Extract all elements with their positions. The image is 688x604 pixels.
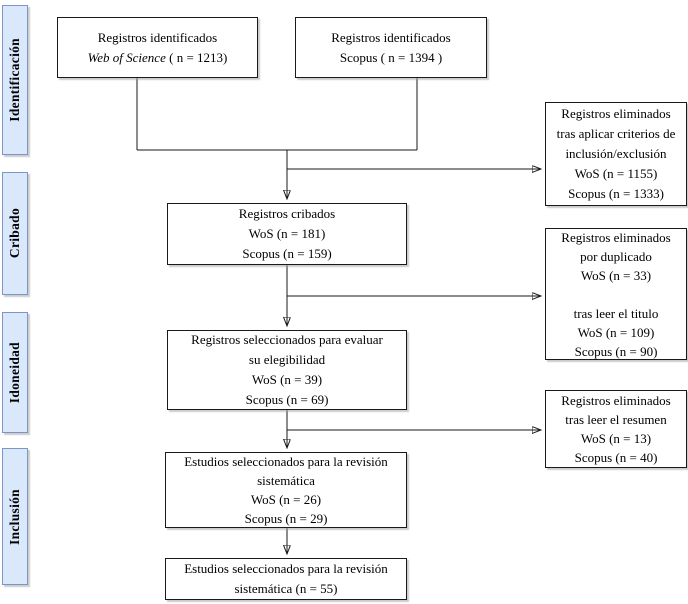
box-eligibility: Registros seleccionados para evaluar su … bbox=[167, 330, 407, 410]
text-line: Web of Science ( n = 1213) bbox=[88, 48, 228, 68]
text-line: Scopus (n = 40) bbox=[574, 450, 658, 465]
box-excluded-duplicates-title: Registros eliminados por duplicado WoS (… bbox=[545, 228, 687, 360]
text-line: sistemática bbox=[257, 473, 315, 488]
text-count: ( n = 1213) bbox=[165, 49, 228, 65]
stage-label: Cribado bbox=[7, 208, 22, 259]
text-line: Scopus (n = 159) bbox=[242, 246, 332, 261]
stage-label: Idoneidad bbox=[7, 341, 22, 404]
text-line: Registros eliminados bbox=[561, 393, 671, 408]
text-line: tras aplicar criterios de bbox=[556, 126, 676, 141]
text-line: Estudios seleccionados para la revisión bbox=[184, 454, 388, 469]
text-line: Registros seleccionados para evaluar bbox=[191, 332, 383, 347]
box-identified-scopus: Registros identificados Scopus ( n = 139… bbox=[295, 17, 487, 78]
text-italic-source: Web of Science bbox=[87, 49, 166, 65]
text-line: WoS (n = 1155) bbox=[574, 166, 658, 181]
text-line: Registros identificados bbox=[331, 29, 451, 45]
text-line: su elegibilidad bbox=[248, 352, 326, 367]
text-line: Scopus (n = 29) bbox=[244, 511, 328, 526]
text-line: Scopus (n = 90) bbox=[574, 343, 658, 359]
box-excluded-abstract: Registros eliminados tras leer el resume… bbox=[545, 390, 687, 468]
text-line: WoS (n = 181) bbox=[248, 226, 326, 241]
text-line: WoS (n = 13) bbox=[580, 431, 652, 446]
box-included-by-db: Estudios seleccionados para la revisión … bbox=[165, 452, 407, 528]
text-line: tras leer el resumen bbox=[565, 412, 667, 427]
box-identified-wos: Registros identificados Web of Science (… bbox=[57, 17, 258, 78]
text-line: por duplicado bbox=[580, 248, 652, 264]
stage-idoneidad: Idoneidad bbox=[2, 312, 28, 433]
text-line: WoS (n = 26) bbox=[250, 492, 322, 507]
text-line: Estudios seleccionados para la revisión bbox=[184, 561, 388, 576]
stage-label: Identificación bbox=[7, 38, 22, 122]
text-line: Registros cribados bbox=[238, 206, 336, 221]
text-line: Scopus (n = 1333) bbox=[568, 186, 664, 201]
box-screened: Registros cribados WoS (n = 181) Scopus … bbox=[167, 203, 407, 265]
stage-cribado: Cribado bbox=[2, 172, 28, 295]
stage-inclusion: Inclusión bbox=[2, 448, 28, 585]
box-excluded-criteria: Registros eliminados tras aplicar criter… bbox=[545, 102, 687, 206]
text-line: WoS (n = 33) bbox=[580, 267, 652, 283]
stage-label: Inclusión bbox=[7, 488, 22, 545]
text-line: WoS (n = 39) bbox=[251, 372, 323, 387]
text-line: tras leer el titulo bbox=[573, 305, 659, 321]
box-included-total: Estudios seleccionados para la revisión … bbox=[165, 558, 407, 600]
text-line: sistemática (n = 55) bbox=[234, 581, 338, 596]
stage-identificacion: Identificación bbox=[2, 5, 28, 155]
text-line: Scopus ( n = 1394 ) bbox=[339, 49, 443, 65]
text-line: Registros eliminados bbox=[561, 229, 671, 245]
text-line: Registros identificados bbox=[97, 29, 218, 45]
text-line: WoS (n = 109) bbox=[577, 324, 655, 340]
text-line: inclusión/exclusión bbox=[565, 146, 667, 161]
text-line: Scopus (n = 69) bbox=[245, 392, 329, 407]
text-line: Registros eliminados bbox=[561, 106, 671, 121]
